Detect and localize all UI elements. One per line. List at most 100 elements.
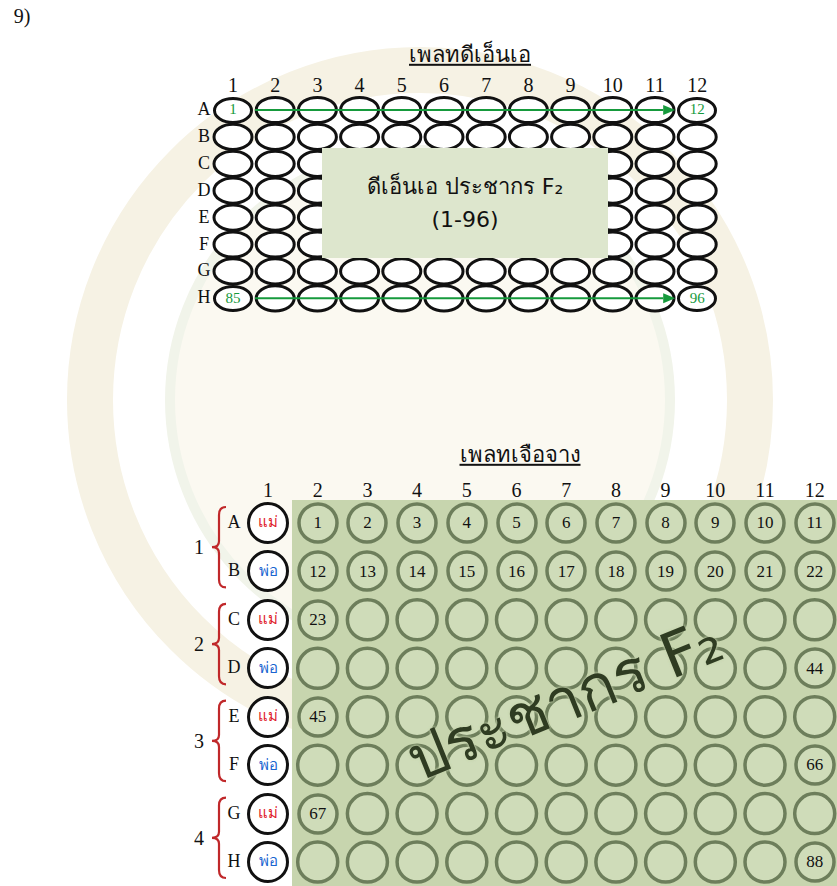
well-ring	[547, 504, 585, 542]
well-outline	[322, 148, 608, 258]
well-number: 11	[807, 513, 823, 533]
plate-well	[298, 745, 338, 785]
well-number: 88	[806, 852, 823, 872]
well-ring	[249, 794, 288, 833]
plate-well	[397, 842, 437, 882]
pair-brace	[212, 604, 226, 684]
plate-well	[678, 259, 716, 284]
plate-well	[745, 842, 785, 882]
well-number: แม่	[258, 708, 278, 725]
well-number: 44	[806, 659, 823, 679]
plate-well	[646, 794, 686, 834]
axis-label: G	[228, 803, 241, 825]
plate-well	[497, 842, 537, 882]
well-ring	[215, 286, 252, 310]
plate-well	[646, 745, 686, 785]
well-ring	[249, 600, 288, 639]
plate-well	[594, 124, 632, 149]
plate-well	[596, 745, 636, 785]
plate-well	[636, 151, 674, 176]
plate-title: เพลทเจือจาง	[460, 442, 581, 468]
well-ring	[249, 746, 288, 785]
arrow-head	[663, 105, 675, 115]
plate-well: 18	[595, 550, 637, 592]
axis-label: 4	[194, 826, 204, 850]
well-number: 15	[458, 562, 475, 582]
well-number: 21	[757, 562, 774, 582]
pair-braces	[212, 507, 226, 878]
plate-well	[546, 842, 586, 882]
axis-label: 7	[481, 73, 491, 97]
plate-well	[678, 205, 716, 230]
plate-well: 16	[496, 550, 538, 592]
plate-well	[636, 232, 674, 257]
well-ring	[597, 552, 635, 590]
pair-brace	[212, 798, 226, 878]
well-number: 22	[806, 562, 823, 582]
box-text: (1-96)	[431, 207, 498, 232]
pair-brace	[212, 701, 226, 781]
plate-well	[447, 648, 487, 688]
flow-arrow	[255, 293, 675, 303]
axis-label: 4	[355, 73, 365, 97]
well-number: 4	[463, 513, 472, 533]
plate-well: 88	[794, 841, 836, 883]
axis-label: 1	[228, 73, 238, 97]
well-number: 19	[657, 562, 674, 582]
well-number: 85	[226, 290, 241, 307]
axis-label: 4	[412, 478, 422, 502]
well-number: 3	[413, 513, 422, 533]
box-fill	[322, 148, 608, 258]
well-ring	[547, 552, 585, 590]
plate-well	[552, 259, 590, 284]
axis-label: 11	[755, 478, 774, 502]
empty-wells	[214, 97, 835, 882]
plate-well	[425, 259, 463, 284]
well-number: 18	[607, 562, 624, 582]
well-ring	[796, 552, 834, 590]
well-number: 8	[661, 513, 670, 533]
axis-label: D	[198, 180, 211, 202]
plate-well	[298, 648, 338, 688]
plate-well	[497, 600, 537, 640]
axis-label: 12	[687, 73, 707, 97]
axis-label: B	[198, 126, 210, 148]
well-number: 12	[309, 562, 326, 582]
axis-label: 7	[561, 478, 571, 502]
well-ring	[746, 552, 784, 590]
axis-label: 12	[805, 478, 825, 502]
plate-well: 14	[396, 550, 438, 592]
plate-well: 13	[346, 550, 388, 592]
plate-well: 1	[213, 97, 253, 124]
well-ring	[249, 649, 288, 688]
well-ring	[597, 504, 635, 542]
plate-well: พ่อ	[247, 841, 289, 883]
axis-label: 10	[705, 478, 725, 502]
axis-label: B	[228, 561, 240, 583]
plate-well	[678, 178, 716, 203]
plate-well: แม่	[247, 696, 289, 738]
plate-well	[214, 151, 252, 176]
plate-well: 44	[794, 647, 836, 689]
plate-well: 45	[297, 696, 339, 738]
plate-well	[467, 124, 505, 149]
well-ring	[448, 552, 486, 590]
well-ring	[348, 504, 386, 542]
plate-well: พ่อ	[247, 550, 289, 592]
plate-well	[397, 794, 437, 834]
plate-well	[745, 794, 785, 834]
arrow-line	[255, 297, 663, 299]
plate-well	[447, 842, 487, 882]
plate-well: 19	[645, 550, 687, 592]
well-number: 7	[612, 513, 621, 533]
well-ring	[796, 504, 834, 542]
plate-well: 4	[446, 502, 488, 544]
plate-well: 22	[794, 550, 836, 592]
well-ring	[796, 746, 834, 784]
arrow-line	[255, 109, 663, 111]
plate-well	[636, 124, 674, 149]
well-number: 45	[309, 707, 326, 727]
plate-well	[678, 124, 716, 149]
axis-label: 8	[611, 478, 621, 502]
